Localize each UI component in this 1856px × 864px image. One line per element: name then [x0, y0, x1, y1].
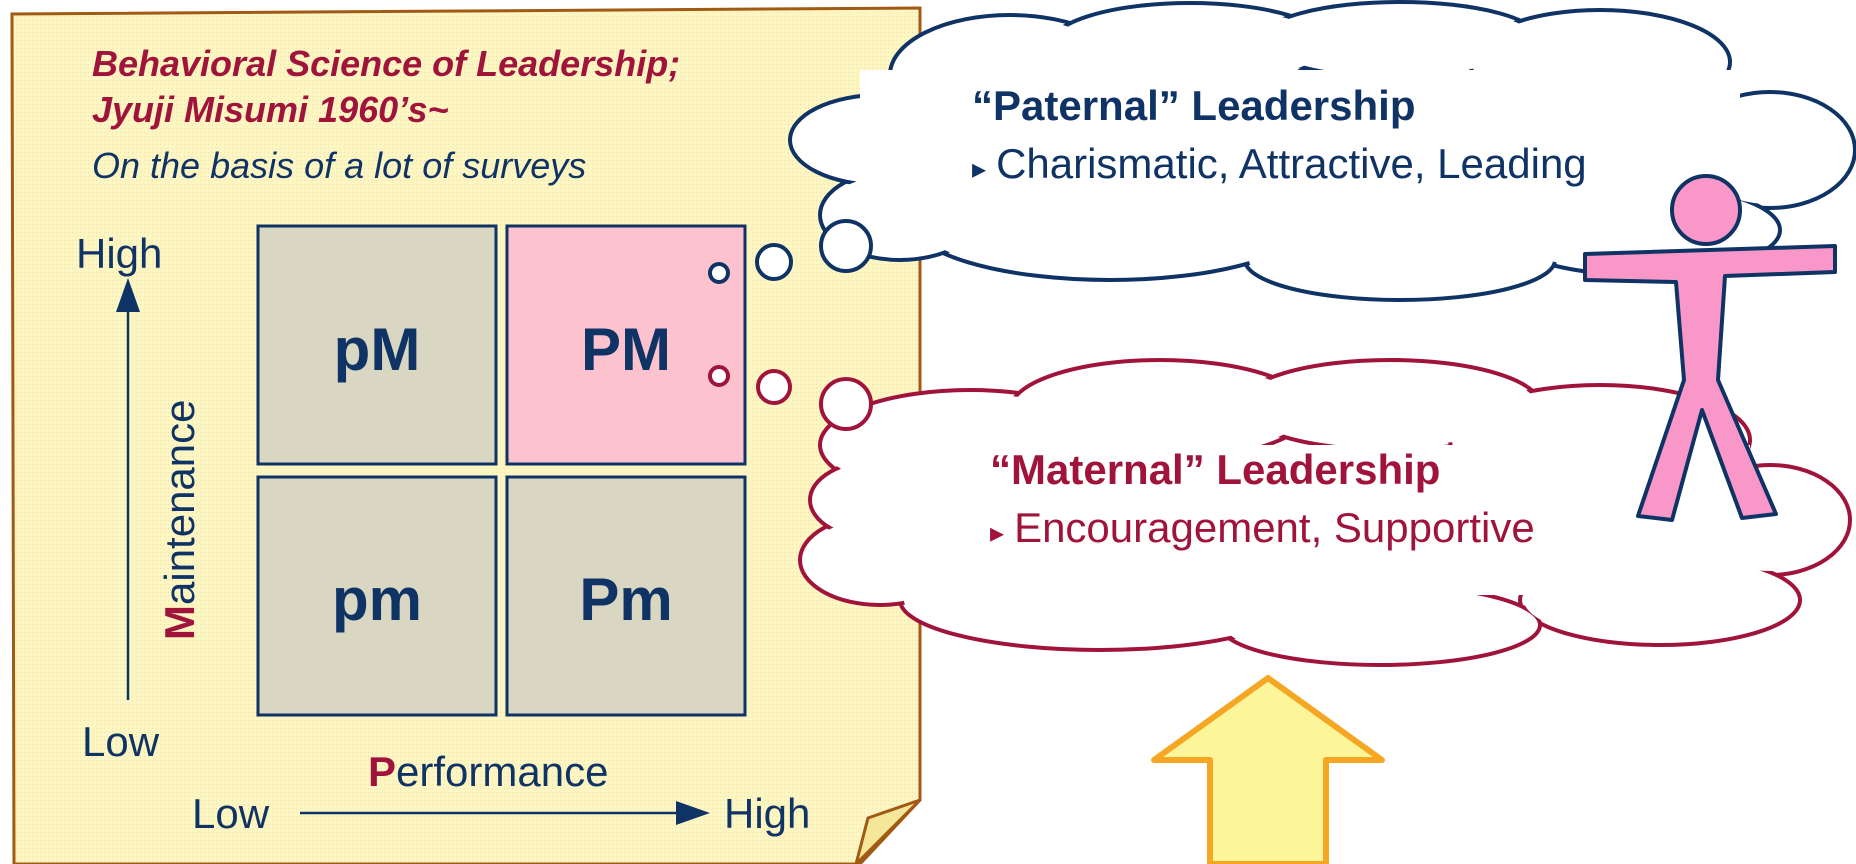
- maternal-thought-bubble-medium: [756, 369, 792, 405]
- y-axis-title-initial: M: [156, 605, 203, 640]
- x-axis-arrowhead: [676, 801, 710, 825]
- note-folded-corner: [854, 798, 922, 864]
- cell-label-Pm: Pm: [579, 566, 672, 633]
- cell-label-PM: PM: [581, 316, 671, 383]
- paternal-text: Charismatic, Attractive, Leading: [996, 140, 1587, 187]
- x-axis-high-label: High: [724, 790, 810, 837]
- x-axis-low-label: Low: [192, 790, 270, 837]
- y-axis-high-label: High: [76, 230, 162, 277]
- up-arrow-icon: [1151, 675, 1385, 864]
- maternal-line: ▸ Encouragement, Supportive: [990, 504, 1535, 551]
- x-axis-title-initial: P: [368, 748, 396, 795]
- note-subtitle: On the basis of a lot of surveys: [92, 145, 586, 186]
- cell-top-left: [256, 224, 498, 466]
- maternal-thought-bubble-large: [819, 377, 873, 431]
- paternal-bullet-icon: ▸: [972, 153, 986, 184]
- x-axis-title-rest: erformance: [396, 748, 608, 795]
- paternal-cloud: [788, 0, 1856, 302]
- paternal-thought-bubble-medium: [755, 243, 793, 281]
- y-axis-title-rest: aintenance: [156, 399, 203, 605]
- cell-bottom-left: [256, 475, 498, 717]
- person-figure-icon: [1583, 174, 1837, 522]
- x-axis-title: Performance: [368, 748, 608, 795]
- y-axis-title: Maintenance: [156, 399, 203, 640]
- cell-bottom-right: [505, 475, 747, 717]
- cell-top-right: [505, 224, 747, 466]
- cell-label-pm: pm: [332, 566, 422, 633]
- cell-label-pM: pM: [334, 316, 421, 383]
- maternal-title: “Maternal” Leadership: [990, 446, 1440, 493]
- note-title-line-2: Jyuji Misumi 1960’s~: [92, 89, 449, 130]
- maternal-thought-bubble-small: [708, 365, 730, 387]
- y-axis-arrowhead: [116, 278, 140, 312]
- paternal-title: “Paternal” Leadership: [972, 82, 1415, 129]
- pm-matrix: pM PM pm Pm: [256, 224, 747, 717]
- paternal-thought-bubble-small: [708, 262, 730, 284]
- paternal-line: ▸ Charismatic, Attractive, Leading: [972, 140, 1587, 187]
- maternal-text: Encouragement, Supportive: [1014, 504, 1535, 551]
- paternal-thought-bubble-large: [819, 219, 873, 273]
- y-axis-low-label: Low: [82, 718, 160, 765]
- maternal-bullet-icon: ▸: [990, 517, 1004, 548]
- note-title-line-1: Behavioral Science of Leadership;: [92, 43, 680, 84]
